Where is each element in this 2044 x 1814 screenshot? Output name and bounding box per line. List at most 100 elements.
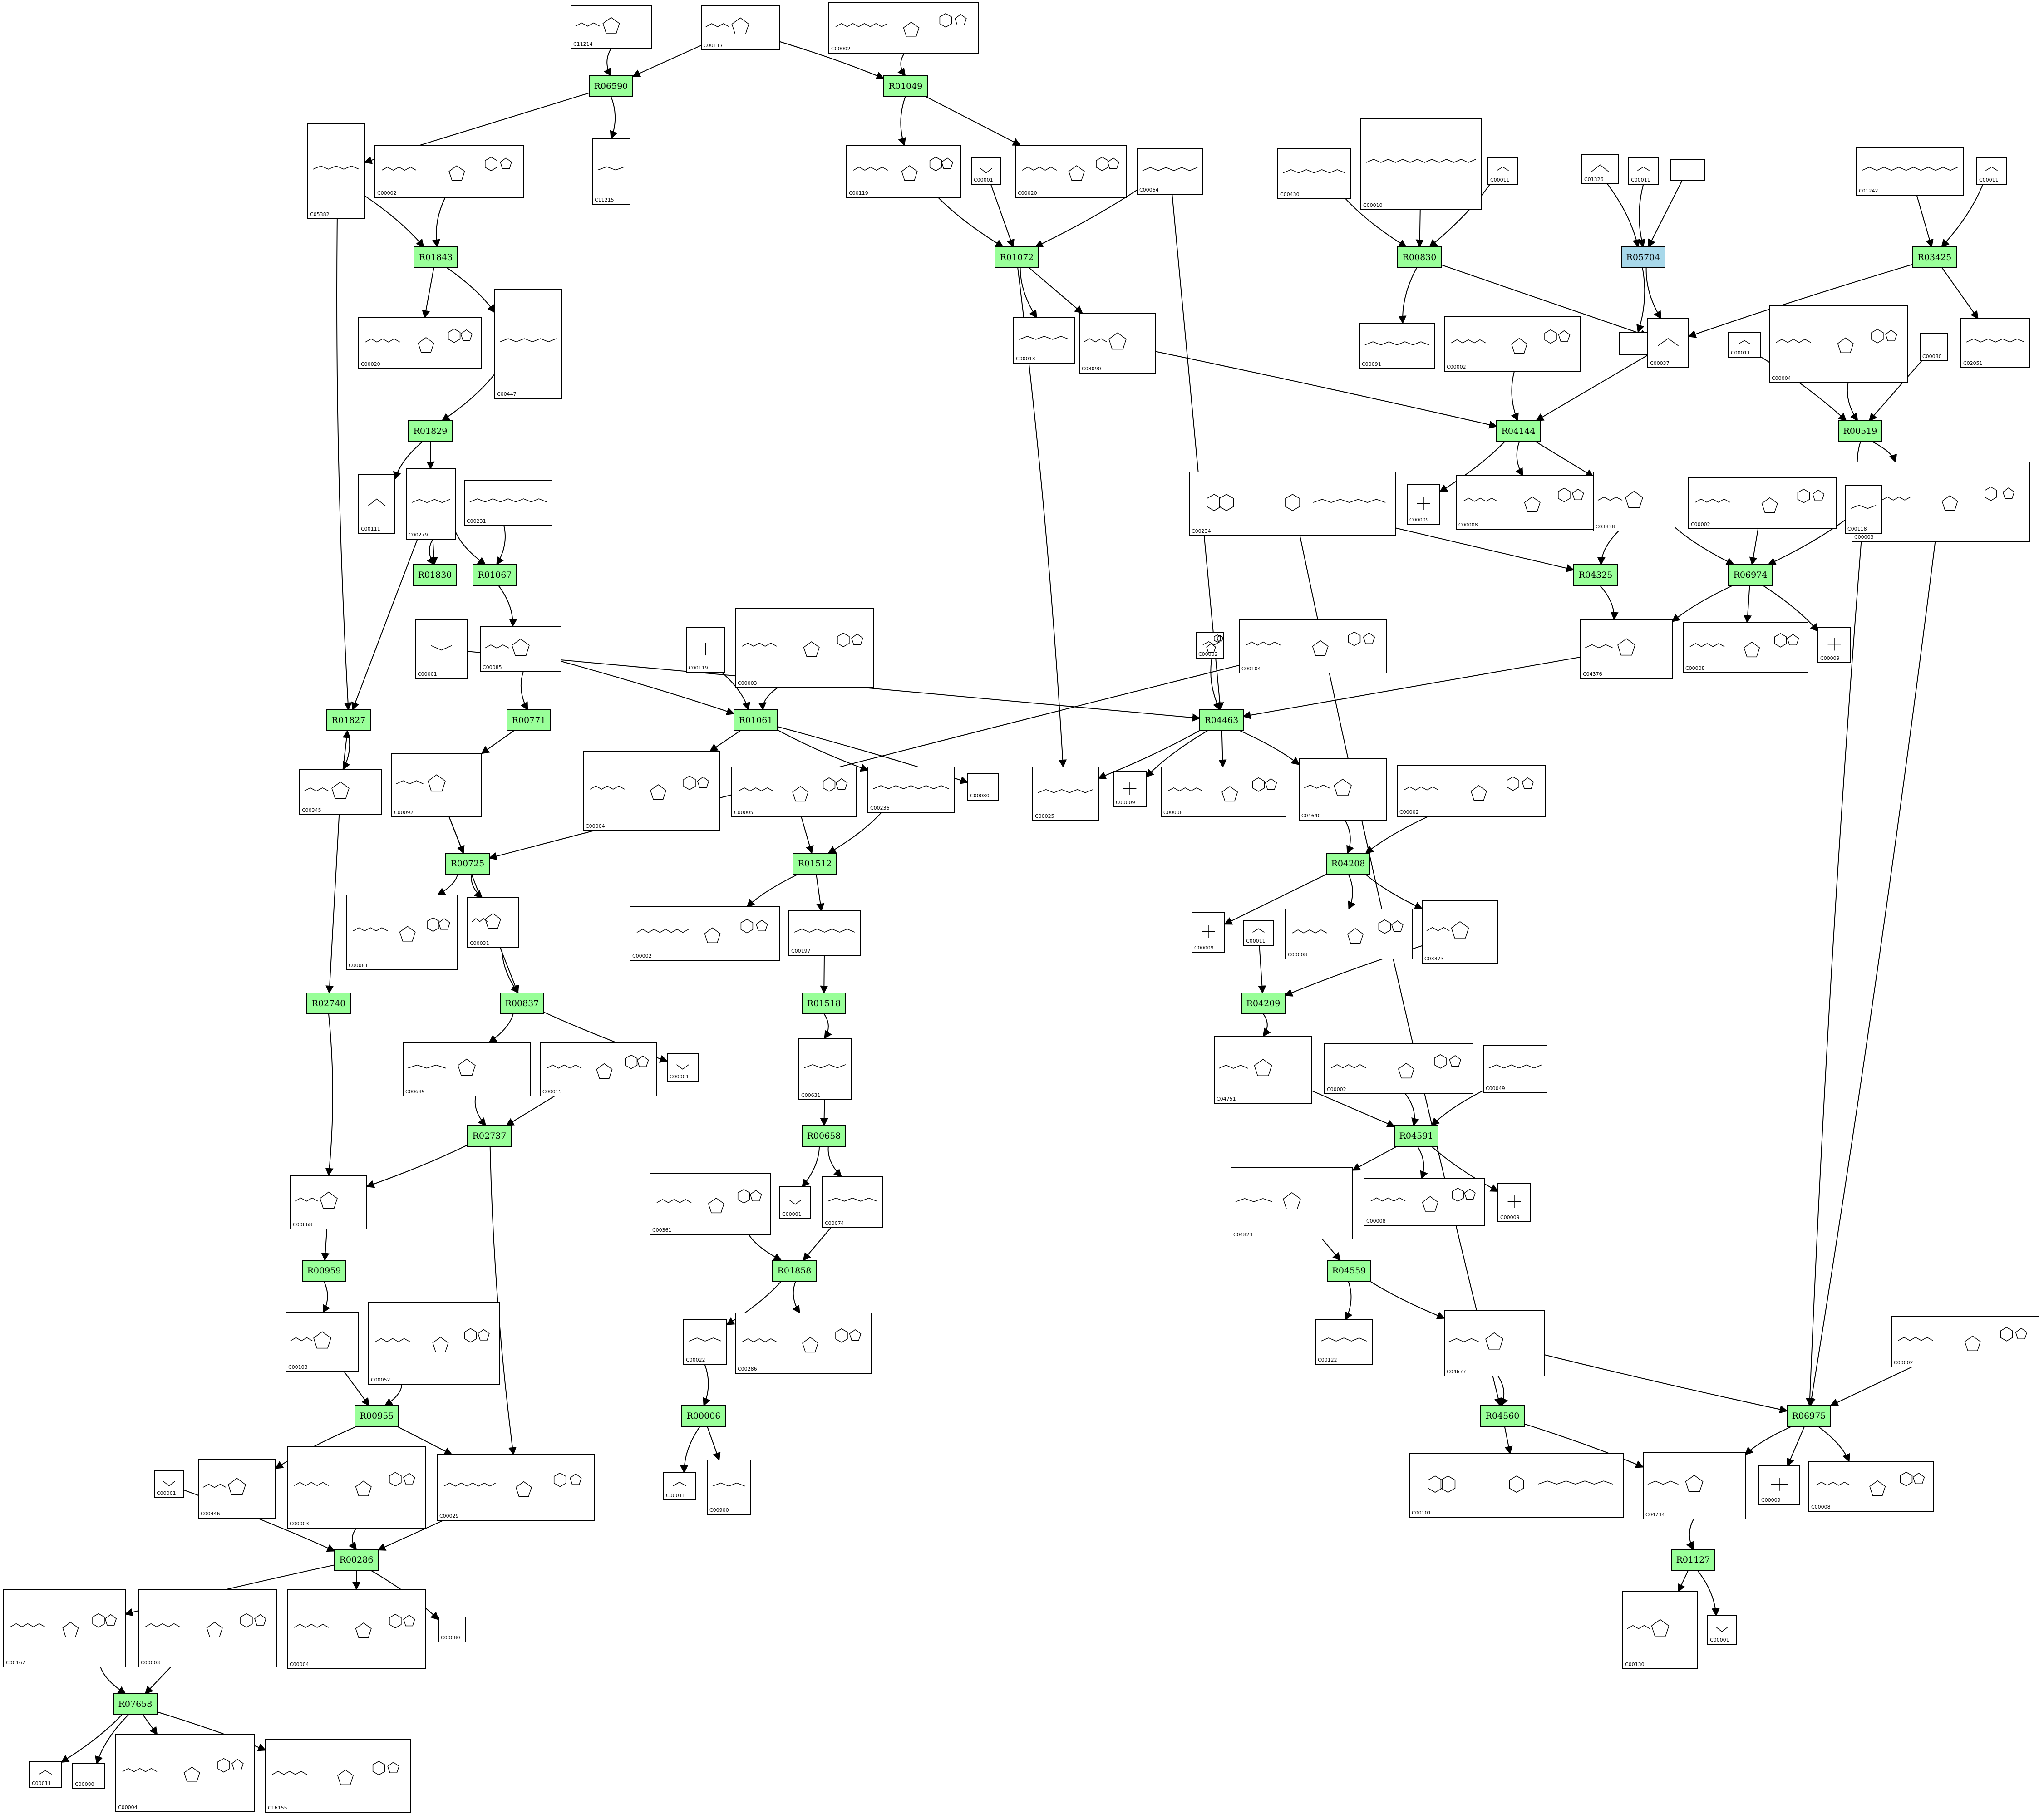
compound-node[interactable]: C00104 xyxy=(1239,619,1387,673)
reaction-node[interactable]: R04463 xyxy=(1199,709,1244,731)
compound-node[interactable]: C00001 xyxy=(154,1470,184,1498)
compound-node[interactable]: C00101 xyxy=(1409,1453,1624,1518)
compound-node[interactable]: C01326 xyxy=(1581,154,1619,184)
compound-node[interactable]: C00011 xyxy=(663,1472,696,1500)
compound-node[interactable]: C00103 xyxy=(286,1312,359,1372)
reaction-node[interactable]: R02740 xyxy=(306,993,351,1014)
reaction-node[interactable]: R00837 xyxy=(500,993,544,1014)
compound-node[interactable]: C00234 xyxy=(1189,472,1396,536)
compound-node[interactable]: C00002 xyxy=(1891,1316,2039,1367)
compound-node[interactable]: C00008 xyxy=(1285,909,1413,959)
reaction-node[interactable]: R01067 xyxy=(473,564,517,586)
compound-node[interactable]: C00286 xyxy=(735,1313,872,1374)
compound-node[interactable] xyxy=(1670,159,1705,181)
compound-node[interactable]: C00008 xyxy=(1456,475,1595,530)
reaction-node[interactable]: R06590 xyxy=(589,75,633,97)
compound-node[interactable]: C00008 xyxy=(1683,622,1808,673)
reaction-node[interactable]: R04209 xyxy=(1241,993,1286,1014)
compound-node[interactable]: C00080 xyxy=(967,773,999,801)
compound-node[interactable]: C00081 xyxy=(346,895,458,970)
reaction-node[interactable]: R01049 xyxy=(883,75,928,97)
compound-node[interactable]: C00010 xyxy=(1360,118,1482,210)
compound-node[interactable]: C11215 xyxy=(592,138,630,205)
compound-node[interactable]: C00052 xyxy=(368,1302,500,1385)
reaction-node[interactable]: R04559 xyxy=(1327,1260,1371,1282)
compound-node[interactable]: C00002 xyxy=(1688,477,1837,529)
compound-node[interactable]: C00118 xyxy=(1845,485,1882,534)
reaction-node[interactable]: R04208 xyxy=(1326,853,1370,875)
reaction-node[interactable]: R05704 xyxy=(1621,246,1665,268)
compound-node[interactable]: C00446 xyxy=(198,1459,276,1519)
compound-node[interactable]: C00668 xyxy=(290,1175,367,1229)
compound-node[interactable]: C00430 xyxy=(1277,148,1351,199)
compound-node[interactable]: C00020 xyxy=(1015,145,1127,198)
reaction-node[interactable]: R01827 xyxy=(326,709,371,731)
compound-node[interactable]: C00011 xyxy=(1976,157,2007,185)
compound-node[interactable]: C00345 xyxy=(299,769,382,815)
compound-node[interactable]: C04734 xyxy=(1643,1452,1746,1519)
compound-node[interactable]: C00011 xyxy=(1628,157,1659,185)
compound-node[interactable]: C00004 xyxy=(115,1734,255,1812)
reaction-node[interactable]: R06975 xyxy=(1787,1405,1831,1427)
compound-node[interactable]: C00197 xyxy=(788,910,861,956)
compound-node[interactable]: C00111 xyxy=(358,474,395,534)
compound-node[interactable]: C00631 xyxy=(798,1038,852,1100)
compound-node[interactable]: C00361 xyxy=(650,1173,771,1235)
compound-node[interactable]: C00003 xyxy=(138,1589,277,1667)
reaction-node[interactable]: R00725 xyxy=(445,853,490,875)
reaction-node[interactable]: R02737 xyxy=(467,1125,512,1147)
reaction-node[interactable]: R01061 xyxy=(734,709,778,731)
reaction-node[interactable]: R01127 xyxy=(1671,1549,1715,1571)
compound-node[interactable]: C00005 xyxy=(731,767,857,817)
compound-node[interactable]: C00122 xyxy=(1315,1319,1373,1365)
compound-node[interactable]: C00085 xyxy=(480,626,561,672)
compound-node[interactable]: C00011 xyxy=(29,1761,62,1788)
compound-node[interactable]: C00003 xyxy=(735,608,874,688)
compound-node[interactable]: C00011 xyxy=(1728,332,1761,358)
compound-node[interactable]: C00002 xyxy=(1324,1043,1473,1094)
compound-node[interactable]: C00900 xyxy=(707,1460,751,1515)
reaction-node[interactable]: R01858 xyxy=(772,1260,817,1282)
compound-node[interactable]: C00117 xyxy=(701,5,780,50)
compound-node[interactable]: C04823 xyxy=(1231,1167,1353,1239)
compound-node[interactable]: C00074 xyxy=(822,1176,883,1228)
compound-node[interactable]: C00049 xyxy=(1483,1045,1547,1093)
compound-node[interactable]: C00080 xyxy=(72,1763,105,1789)
compound-node[interactable]: C00092 xyxy=(391,753,482,817)
compound-node[interactable]: C00002 xyxy=(828,2,979,54)
reaction-node[interactable]: R01512 xyxy=(793,853,837,875)
compound-node[interactable]: C00001 xyxy=(667,1053,699,1082)
reaction-node[interactable]: R01843 xyxy=(414,246,458,268)
compound-node[interactable]: C00037 xyxy=(1647,318,1689,368)
reaction-node[interactable]: R04144 xyxy=(1496,420,1541,442)
reaction-node[interactable]: R00959 xyxy=(302,1260,346,1282)
reaction-node[interactable]: R01518 xyxy=(802,993,846,1014)
compound-node[interactable]: C04677 xyxy=(1444,1310,1545,1376)
compound-node[interactable]: C02051 xyxy=(1960,318,2030,368)
compound-node[interactable]: C00119 xyxy=(686,627,725,673)
compound-node[interactable]: C05382 xyxy=(307,123,365,219)
compound-node[interactable]: C04640 xyxy=(1299,758,1387,821)
reaction-node[interactable]: R01830 xyxy=(413,564,457,586)
compound-node[interactable]: C00009 xyxy=(1497,1183,1531,1222)
reaction-node[interactable]: R00771 xyxy=(507,709,551,731)
compound-node[interactable]: C00167 xyxy=(3,1589,126,1667)
compound-node[interactable]: C00013 xyxy=(1013,317,1075,364)
compound-node[interactable]: C00002 xyxy=(630,906,780,961)
compound-node[interactable]: C03090 xyxy=(1079,313,1156,374)
compound-node[interactable]: C00002 xyxy=(1397,765,1546,817)
reaction-node[interactable]: R04591 xyxy=(1394,1125,1438,1147)
compound-node[interactable]: C00031 xyxy=(467,897,519,948)
compound-node[interactable]: C00008 xyxy=(1808,1461,1934,1512)
compound-node[interactable]: C00279 xyxy=(406,468,456,540)
compound-node[interactable]: C00009 xyxy=(1113,771,1147,807)
compound-node[interactable]: C00009 xyxy=(1192,912,1225,953)
reaction-node[interactable]: R01829 xyxy=(408,420,453,442)
compound-node[interactable]: C00009 xyxy=(1407,484,1440,525)
compound-node[interactable]: C00004 xyxy=(583,751,720,831)
reaction-node[interactable]: R06974 xyxy=(1728,564,1773,586)
compound-node[interactable]: C00080 xyxy=(438,1617,466,1642)
compound-node[interactable]: C00022 xyxy=(683,1319,727,1365)
reaction-node[interactable]: R04560 xyxy=(1480,1405,1525,1427)
compound-node[interactable]: C00011 xyxy=(1487,157,1518,185)
